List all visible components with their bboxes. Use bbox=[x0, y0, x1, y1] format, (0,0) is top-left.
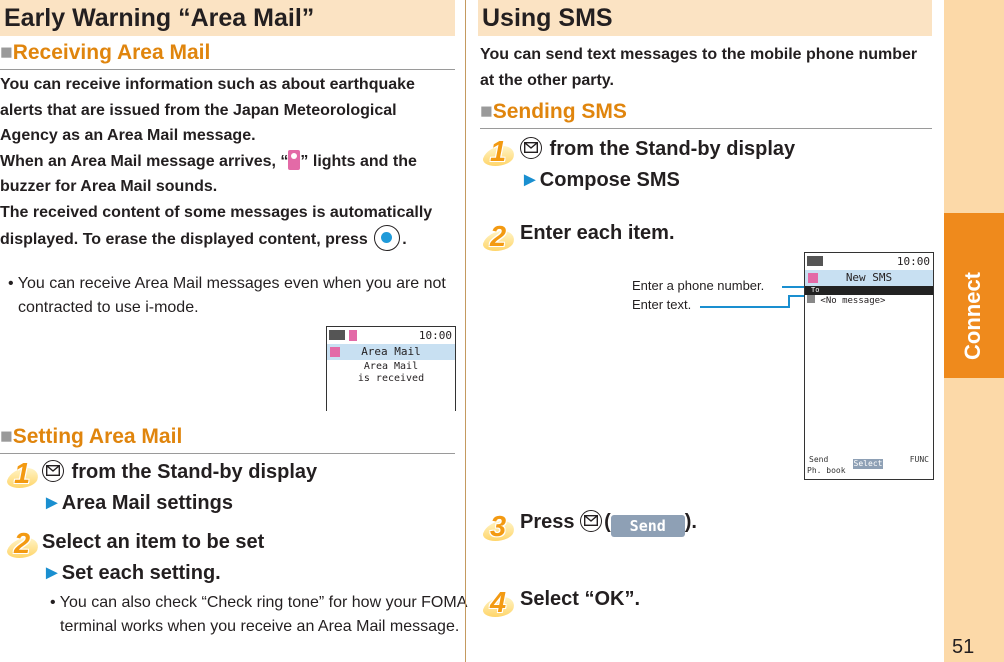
step-3-badge: 3 bbox=[480, 511, 518, 545]
right-arrow-icon: ► bbox=[42, 492, 62, 514]
softkey-phonebook[interactable]: Ph. book bbox=[807, 466, 846, 475]
to-field[interactable]: To bbox=[805, 286, 933, 295]
mail-key-icon bbox=[520, 137, 542, 159]
softkey-select[interactable]: Select bbox=[853, 459, 883, 469]
right-arrow-icon: ► bbox=[520, 169, 540, 191]
chapter-tab: Connect bbox=[944, 0, 1004, 662]
receiving-note: • You can receive Area Mail messages eve… bbox=[8, 275, 446, 316]
sms-step-1: from the Stand-by display ►Compose SMS bbox=[520, 137, 796, 191]
setting-step-2: Select an item to be set ►Set each setti… bbox=[42, 531, 265, 584]
area-mail-screen: 10:00 Area Mail Area Mail is received bbox=[326, 326, 456, 411]
send-softkey-label: Send bbox=[610, 515, 685, 537]
sending-heading: ■Sending SMS bbox=[480, 99, 932, 129]
callout-text: Enter text. bbox=[632, 297, 692, 312]
receiving-paragraph: You can receive information such as abou… bbox=[0, 72, 458, 253]
callout-line-2 bbox=[700, 306, 790, 308]
step-4-badge: 4 bbox=[480, 587, 518, 621]
nav-center-key-icon bbox=[374, 225, 401, 251]
page-number: 51 bbox=[952, 636, 975, 658]
signal-icon bbox=[807, 256, 823, 266]
sms-step-3: Press (Send). bbox=[520, 510, 697, 537]
mail-icon bbox=[808, 273, 818, 283]
step-1-badge: 1 bbox=[4, 458, 42, 492]
mail-key-icon bbox=[580, 510, 603, 532]
right-arrow-icon: ► bbox=[42, 562, 62, 584]
area-mail-indicator-icon bbox=[288, 149, 301, 170]
new-sms-screen: 10:00 New SMS To <No message> Send Ph. b… bbox=[804, 252, 934, 480]
step-2-badge: 2 bbox=[4, 528, 42, 562]
signal-icon bbox=[329, 330, 345, 340]
setting-heading: ■Setting Area Mail bbox=[0, 424, 455, 454]
callout-line-1 bbox=[782, 286, 822, 288]
step-2-badge: 2 bbox=[480, 221, 518, 255]
mail-key-icon bbox=[42, 460, 64, 482]
receiving-heading: ■Receiving Area Mail bbox=[0, 40, 455, 70]
step-1-badge: 1 bbox=[480, 136, 518, 170]
sms-step-4: Select “OK”. bbox=[520, 588, 641, 610]
area-mail-indicator-icon bbox=[349, 330, 357, 341]
chapter-tab-label: Connect bbox=[960, 272, 985, 360]
sms-intro: You can send text messages to the mobile… bbox=[480, 46, 918, 89]
mail-icon bbox=[330, 347, 340, 357]
right-section-title: Using SMS bbox=[478, 0, 932, 36]
text-icon bbox=[807, 295, 815, 303]
callout-phone-number: Enter a phone number. bbox=[632, 278, 765, 293]
softkey-func[interactable]: FUNC bbox=[909, 455, 929, 464]
callout-line-2b bbox=[788, 295, 790, 307]
setting-step-1: from the Stand-by display ►Area Mail set… bbox=[42, 460, 318, 514]
softkey-send[interactable]: Send bbox=[809, 455, 829, 464]
clock: 10:00 bbox=[418, 329, 452, 342]
setting-note: • You can also check “Check ring tone” f… bbox=[50, 594, 467, 635]
left-section-title: Early Warning “Area Mail” bbox=[0, 0, 455, 36]
sms-step-2: Enter each item. bbox=[520, 222, 675, 244]
column-divider bbox=[465, 0, 466, 662]
message-field[interactable]: <No message> bbox=[805, 295, 933, 306]
clock: 10:00 bbox=[896, 255, 930, 268]
